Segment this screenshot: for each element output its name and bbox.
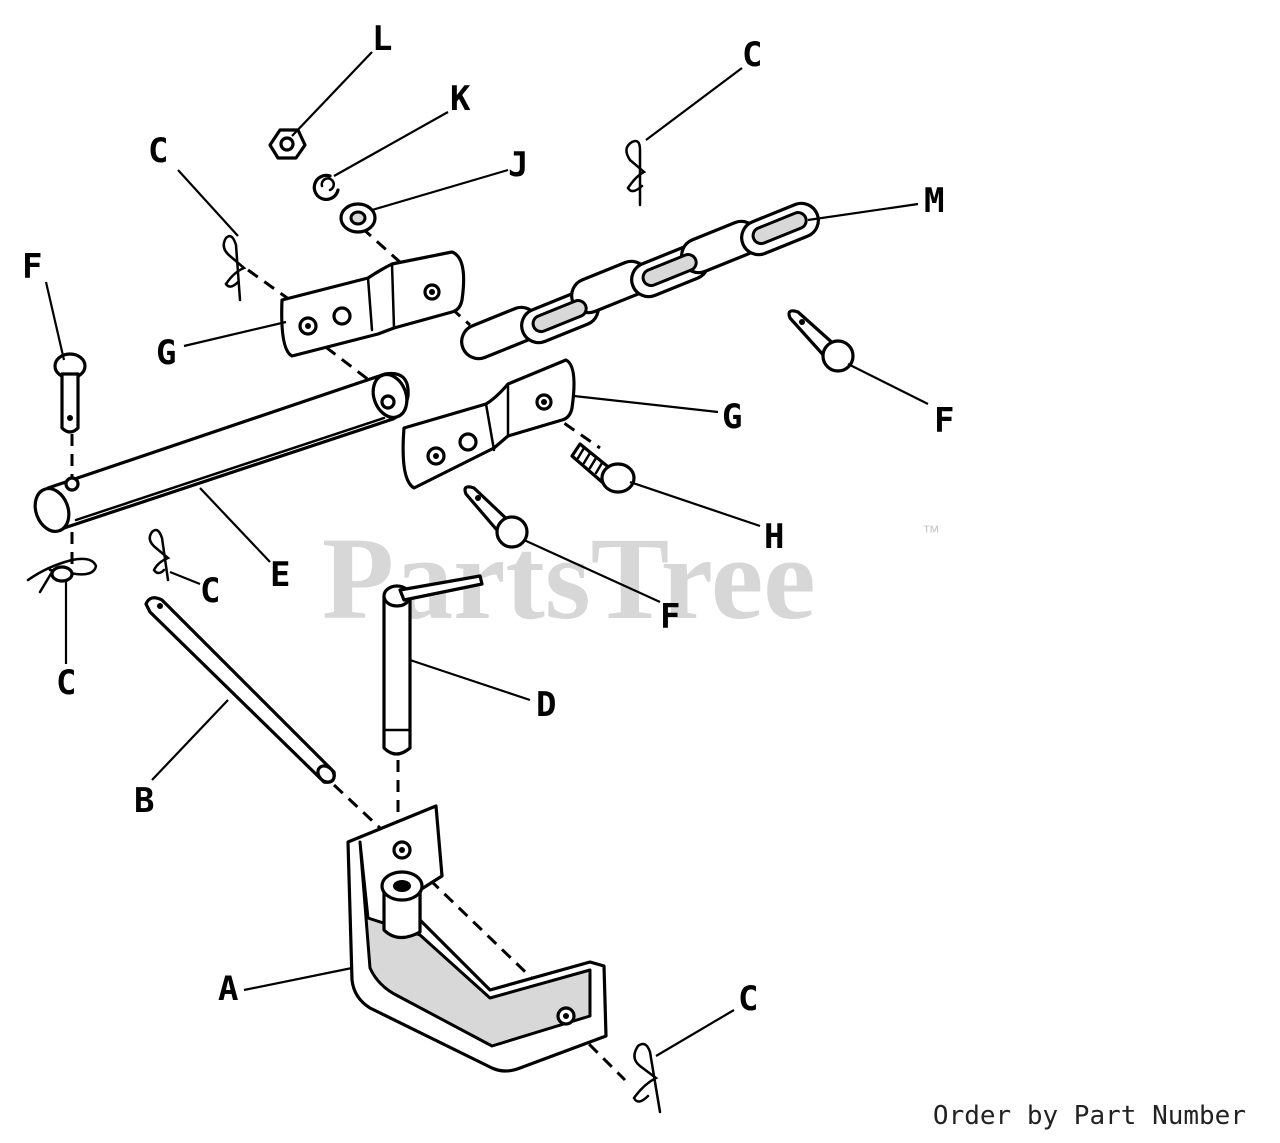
callout-H: H [764,517,784,557]
clevis-pin-F-left [53,352,87,434]
callout-C-bottom: C [738,979,758,1019]
callout-G-upper: G [156,333,176,373]
bolt-H [570,442,636,494]
callout-F-left: F [22,247,42,287]
callout-F-middle: F [660,597,680,637]
lock-washer-K [312,173,340,201]
flat-washer-J [339,202,377,234]
bracket-G-upper [280,250,466,358]
clevis-pin-F-middle [463,485,529,549]
hitch-bracket-A [346,804,608,1073]
callout-B: B [134,781,154,821]
callout-C-top: C [742,35,762,75]
hairpin-clip-C-bottom [632,1042,662,1114]
chain-M [460,201,820,361]
callout-E: E [270,555,290,595]
callout-F-right: F [934,401,954,441]
drawbar-tube-E [33,371,410,533]
clevis-pin-F-right [787,309,855,373]
callout-D: D [536,685,556,725]
hairpin-clip-C-middle [148,528,171,582]
hairpin-clip-C-upper-left [222,234,247,302]
assembly-lines [70,226,627,1082]
hairpin-clip-C-left [26,557,98,594]
hairpin-clip-C-top-right [625,139,647,207]
hex-nut-L [268,128,307,160]
callout-L: L [372,19,392,59]
l-pin-D [382,574,484,756]
callout-C-left: C [56,663,76,703]
callout-A: A [218,969,238,1009]
callout-C-middle: C [200,571,220,611]
watermark-trademark: ™ [922,522,940,542]
leader-lines [44,51,929,1057]
bracket-G-lower [401,358,576,490]
order-note: Order by Part Number [932,1101,1246,1131]
callout-labels: L K J C C F G M F G H F E C C D B A C [22,19,954,1019]
callout-M: M [924,181,944,221]
callout-K: K [450,79,471,119]
callout-G-lower: G [722,397,742,437]
callout-J: J [508,145,528,185]
pin-B [144,596,336,784]
callout-C-upper-left: C [148,131,168,171]
